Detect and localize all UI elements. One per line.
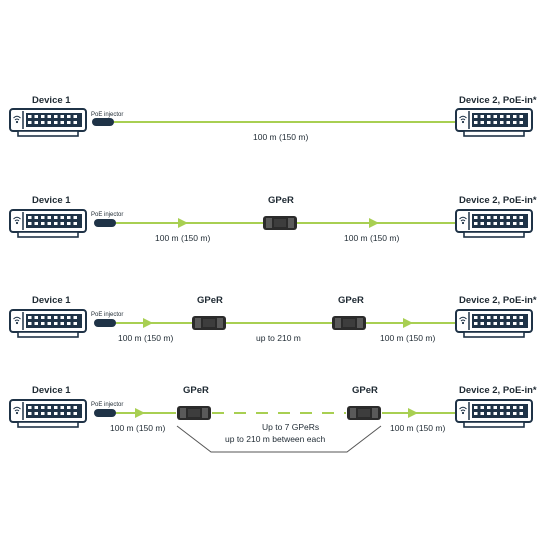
poe-injector-icon xyxy=(94,219,116,227)
gper-repeater-icon xyxy=(192,316,226,330)
row-4: Device 1 PoE injector GPeR GPeR 100 m (1… xyxy=(9,385,537,453)
arrow-icon xyxy=(135,408,145,418)
arrow-icon xyxy=(408,408,418,418)
gper-label: GPeR xyxy=(352,385,378,396)
device-2-label: Device 2, PoE-in* xyxy=(459,385,537,396)
poe-injector-label: PoE injector xyxy=(91,112,123,118)
gper-label: GPeR xyxy=(338,295,364,306)
gper-count-note: Up to 7 GPeRs xyxy=(262,422,319,432)
device-2-label: Device 2, PoE-in* xyxy=(459,295,537,306)
device-2-label: Device 2, PoE-in* xyxy=(459,95,537,106)
device-2-switch-icon xyxy=(455,108,533,137)
gper-label: GPeR xyxy=(183,385,209,396)
device-2-switch-icon xyxy=(455,209,533,238)
gper-repeater-icon xyxy=(177,406,211,420)
device-2-label: Device 2, PoE-in* xyxy=(459,195,537,206)
gper-repeater-icon xyxy=(347,406,381,420)
arrow-icon xyxy=(178,218,188,228)
device-2-switch-icon xyxy=(455,309,533,338)
row-2: Device 1 PoE injector GPeR 100 m (150 m)… xyxy=(9,195,537,243)
poe-injector-label: PoE injector xyxy=(91,312,123,318)
poe-injector-label: PoE injector xyxy=(91,212,123,218)
row-1: Device 1 PoE injector 100 m (150 m) Devi… xyxy=(9,95,537,142)
distance-label: 100 m (150 m) xyxy=(110,423,165,433)
arrow-icon xyxy=(369,218,379,228)
poe-injector-icon xyxy=(94,319,116,327)
device-1-switch-icon xyxy=(9,399,87,428)
distance-label: 100 m (150 m) xyxy=(253,132,308,142)
device-1-label: Device 1 xyxy=(32,95,71,106)
poe-injector-label: PoE injector xyxy=(91,402,123,408)
device-1-label: Device 1 xyxy=(32,295,71,306)
device-1-switch-icon xyxy=(9,209,87,238)
gper-repeater-icon xyxy=(332,316,366,330)
grouping-bracket xyxy=(176,425,382,453)
distance-label: 100 m (150 m) xyxy=(380,333,435,343)
distance-label: 100 m (150 m) xyxy=(390,423,445,433)
device-1-switch-icon xyxy=(9,309,87,338)
row-3: Device 1 PoE injector GPeR GPeR 100 m (1… xyxy=(9,295,537,343)
arrow-icon xyxy=(403,318,413,328)
gper-label: GPeR xyxy=(197,295,223,306)
gper-spacing-note: up to 210 m between each xyxy=(225,434,325,444)
device-1-label: Device 1 xyxy=(32,195,71,206)
device-1-switch-icon xyxy=(9,108,87,137)
distance-label: 100 m (150 m) xyxy=(155,233,210,243)
poe-injector-icon xyxy=(92,118,114,126)
distance-label: up to 210 m xyxy=(256,333,301,343)
gper-label: GPeR xyxy=(268,195,294,206)
device-2-switch-icon xyxy=(455,399,533,428)
poe-injector-icon xyxy=(94,409,116,417)
distance-label: 100 m (150 m) xyxy=(118,333,173,343)
device-1-label: Device 1 xyxy=(32,385,71,396)
arrow-icon xyxy=(143,318,153,328)
distance-label: 100 m (150 m) xyxy=(344,233,399,243)
gper-repeater-icon xyxy=(263,216,297,230)
